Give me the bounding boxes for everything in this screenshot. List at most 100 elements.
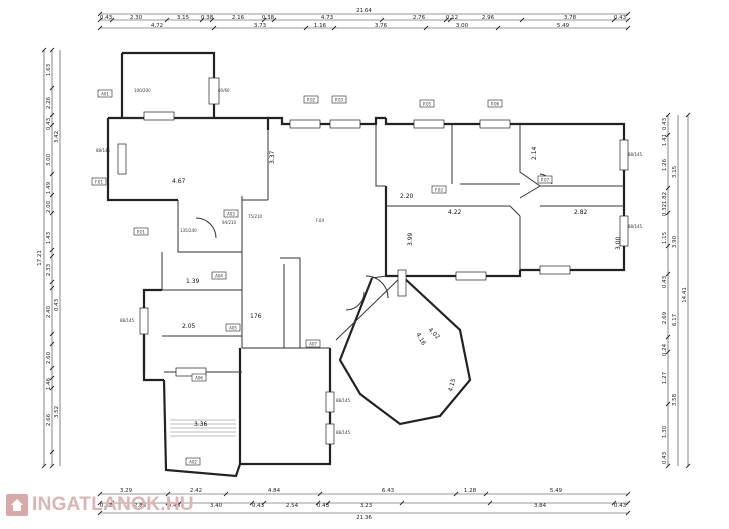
right-dimension-lines: 0.43 1.41 1.26 1.82 0.32 1.15 0.43 2.69 … xyxy=(662,112,691,469)
door-label-2: 135/240 xyxy=(180,228,197,233)
top-dim-8: 2.76 xyxy=(413,15,426,21)
room-tags: A01 F.01 P.02 P.03 P.05 P.06 A03 P.01 A0… xyxy=(91,89,553,466)
right-dim-1: 0.43 xyxy=(662,117,668,130)
top-dim-1: 0.43 xyxy=(100,15,113,21)
right-total-dim: 14.41 xyxy=(682,287,688,303)
win-label-8: 88/145 xyxy=(336,430,351,435)
dim-282: 2.82 xyxy=(574,209,588,216)
bottom-dim2-8: 3.23 xyxy=(360,503,373,509)
bottom-dim2-5: 0.43 xyxy=(252,503,265,509)
dim-399: 3.99 xyxy=(407,232,414,246)
right-dim-8: 2.69 xyxy=(662,311,668,324)
tag-a05: A05 xyxy=(229,326,237,331)
tag-p06: P.06 xyxy=(491,102,500,107)
top-dim-10: 2.96 xyxy=(482,15,495,21)
dim-336: 3.36 xyxy=(194,421,208,428)
right-dim-2: 1.41 xyxy=(662,134,668,146)
bottom-dim-3: 4.84 xyxy=(268,488,281,494)
left-dim-7: 1.43 xyxy=(46,231,52,244)
right-dim-4: 1.82 xyxy=(662,192,668,204)
win-label-6: 88/145 xyxy=(120,318,135,323)
tag-a03: A03 xyxy=(227,212,235,217)
top-dimension-lines: 21.64 0.43 2.30 3.15 0.38 2.16 0.38 4.73… xyxy=(97,8,631,31)
dim-422: 4.22 xyxy=(448,209,462,216)
tag-p02: P.02 xyxy=(307,98,316,103)
top-dim-2: 2.30 xyxy=(130,15,143,21)
bottom-dim2-1: 0.43 xyxy=(100,503,113,509)
right-dim-11: 1.30 xyxy=(662,425,668,438)
top-dim2-3: 1.16 xyxy=(314,23,327,29)
dim-214: 2.14 xyxy=(531,146,538,160)
bottom-dim2-6: 2.54 xyxy=(286,503,299,509)
tag-a01: A01 xyxy=(101,92,109,97)
house-icon xyxy=(6,494,28,516)
tag-p03: P.03 xyxy=(335,98,344,103)
top-dim2-4: 3.76 xyxy=(375,23,388,29)
right-dim2-2: 3.90 xyxy=(672,235,678,248)
windows xyxy=(117,77,629,445)
top-dim-11: 3.78 xyxy=(564,15,577,21)
watermark: INGATLANOK.HU xyxy=(6,492,206,518)
dim-176: 176 xyxy=(250,313,262,320)
right-dim-12: 0.43 xyxy=(662,451,668,464)
interior-walls xyxy=(122,117,624,373)
win-label-5: 88/145 xyxy=(628,224,643,229)
left-dim-4: 3.00 xyxy=(46,153,52,166)
bottom-dim-6: 5.49 xyxy=(550,488,563,494)
exterior-walls xyxy=(106,51,626,478)
top-dim-5: 2.16 xyxy=(232,15,245,21)
left-dim-5: 1.49 xyxy=(46,181,52,194)
tag-a06: A06 xyxy=(195,376,203,381)
window-size-labels: 60/60 100/200 88/145 88/145 88/145 88/14… xyxy=(96,88,643,435)
left-dimension-lines: 17.21 1.63 2.26 0.43 3.00 1.49 2.00 1.43… xyxy=(37,47,61,469)
door-swings xyxy=(195,173,553,311)
top-dim-3: 3.15 xyxy=(177,15,190,21)
right-dim-9: 0.24 xyxy=(662,343,668,356)
top-dim2-2: 3.73 xyxy=(254,23,267,29)
door-label-3: 75/210 xyxy=(248,214,263,219)
win-label-4: 88/145 xyxy=(628,152,643,157)
bottom-dim-1: 3.29 xyxy=(120,488,133,494)
tag-p01: P.01 xyxy=(137,230,146,235)
left-dim-8: 2.33 xyxy=(46,263,52,276)
bottom-dim2-2: 2.84 xyxy=(134,503,147,509)
dim-402: 4.02 xyxy=(427,326,442,341)
tag-p05: P.05 xyxy=(423,102,432,107)
left-dim-9: 2.40 xyxy=(46,305,52,318)
left-dim-11: 1.46 xyxy=(46,377,52,390)
dim-416: 4.16 xyxy=(414,332,427,347)
dim-139: 1.39 xyxy=(186,278,200,285)
dim-415: 4.15 xyxy=(447,378,457,393)
top-dim2-6: 5.49 xyxy=(557,23,570,29)
tag-f01: F.01 xyxy=(95,180,103,185)
left-dim-12: 2.66 xyxy=(46,413,52,426)
tag-a07: A07 xyxy=(309,342,317,347)
bottom-dim2-4: 3.40 xyxy=(210,503,223,509)
left-dim2-1: 3.42 xyxy=(54,131,60,143)
left-dim-2: 2.26 xyxy=(46,96,52,109)
right-dim2-1: 3.15 xyxy=(672,165,678,178)
watermark-text: INGATLANOK.HU xyxy=(32,494,194,515)
top-dim-7: 4.73 xyxy=(321,15,334,21)
top-dim-6: 0.38 xyxy=(262,15,275,21)
bottom-dim2-10: 0.43 xyxy=(614,503,627,509)
tag-a04: A04 xyxy=(215,274,223,279)
top-dim-9: 0.12 xyxy=(446,15,458,21)
left-dim2-3: 3.52 xyxy=(54,406,60,418)
dim-467: 4.67 xyxy=(172,178,186,185)
top-dim-12: 0.43 xyxy=(614,15,627,21)
tag-a02: A02 xyxy=(189,460,197,465)
top-dim2-5: 3.00 xyxy=(456,23,469,29)
bottom-dim2-9: 3.84 xyxy=(534,503,547,509)
tag-p07: P.07 xyxy=(541,178,550,183)
dim-300: 3.00 xyxy=(615,236,622,250)
win-label-3: 88/145 xyxy=(96,148,111,153)
right-dim2-3: 6.17 xyxy=(672,313,678,326)
left-dim-10: 2.60 xyxy=(46,351,52,364)
bottom-total-dim: 21.36 xyxy=(356,515,372,521)
left-dim2-2: 0.43 xyxy=(54,298,60,311)
left-dim-3: 0.43 xyxy=(46,117,52,130)
right-dim-5: 0.32 xyxy=(662,204,668,216)
win-label-1: 60/60 xyxy=(218,88,230,93)
